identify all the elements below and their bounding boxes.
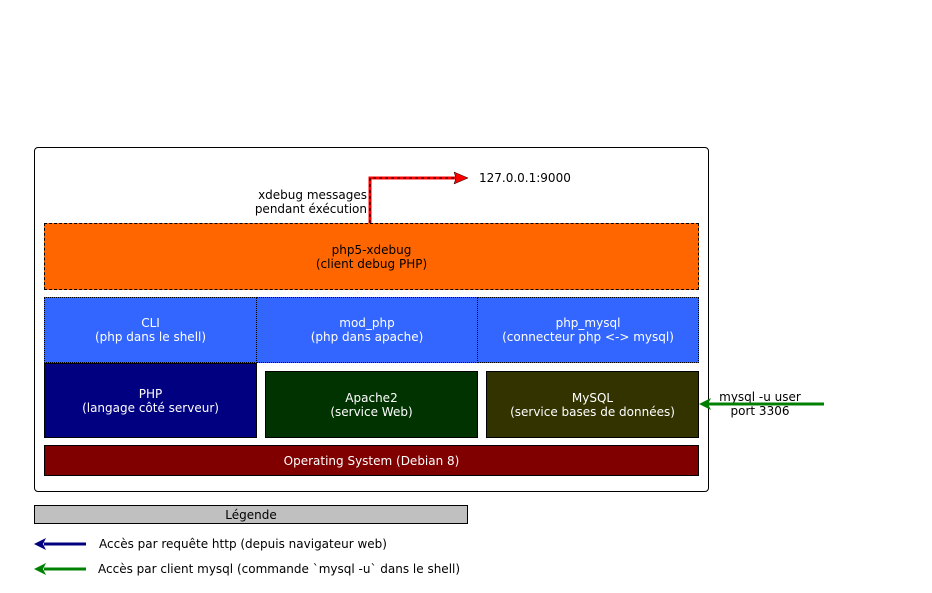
xdebug-note-line1: xdebug messages xyxy=(258,188,367,202)
mysql-client-port: port 3306 xyxy=(730,404,790,418)
php-box: PHP (langage côté serveur) xyxy=(44,363,257,438)
xdebug-messages-note: xdebug messages pendant éxécution xyxy=(200,188,367,216)
php-title: PHP xyxy=(138,386,163,401)
cli-title: CLI xyxy=(141,316,160,330)
xdebug-target-label: 127.0.0.1:9000 xyxy=(479,171,571,185)
legend-mysql-arrow-head xyxy=(34,563,46,575)
apache2-title: Apache2 xyxy=(345,390,398,405)
cli-box: CLI (php dans le shell) xyxy=(44,297,257,363)
php-mysql-title: php_mysql xyxy=(555,316,621,330)
legend-title-bar: Légende xyxy=(34,505,468,524)
php-mysql-box: php_mysql (connecteur php <-> mysql) xyxy=(477,297,699,363)
legend-title: Légende xyxy=(225,507,277,522)
apache2-box: Apache2 (service Web) xyxy=(265,371,478,438)
php5-xdebug-title: php5-xdebug xyxy=(331,242,412,257)
xdebug-note-line2: pendant éxécution xyxy=(254,202,367,216)
mod-php-box: mod_php (php dans apache) xyxy=(256,297,478,363)
php-subtitle: (langage côté serveur) xyxy=(82,400,219,415)
php-mysql-subtitle: (connecteur php <-> mysql) xyxy=(502,330,674,344)
mod-php-title: mod_php xyxy=(339,316,395,330)
mysql-client-label: mysql -u user port 3306 xyxy=(715,390,805,418)
php5-xdebug-subtitle: (client debug PHP) xyxy=(315,256,428,271)
mysql-subtitle: (service bases de données) xyxy=(510,404,675,419)
php5-xdebug-box: php5-xdebug (client debug PHP) xyxy=(44,223,699,290)
mysql-title: MySQL xyxy=(571,390,614,405)
operating-system-title: Operating System (Debian 8) xyxy=(283,453,460,468)
apache2-subtitle: (service Web) xyxy=(330,404,413,419)
mysql-box: MySQL (service bases de données) xyxy=(486,371,699,438)
operating-system-box: Operating System (Debian 8) xyxy=(44,445,699,476)
legend-http-label: Accès par requête http (depuis navigateu… xyxy=(99,537,387,551)
mod-php-subtitle: (php dans apache) xyxy=(310,330,424,344)
cli-subtitle: (php dans le shell) xyxy=(94,330,207,344)
mysql-client-command: mysql -u user xyxy=(719,390,801,404)
legend-http-arrow-head xyxy=(34,538,46,550)
legend-mysql-label: Accès par client mysql (commande `mysql … xyxy=(98,562,461,576)
